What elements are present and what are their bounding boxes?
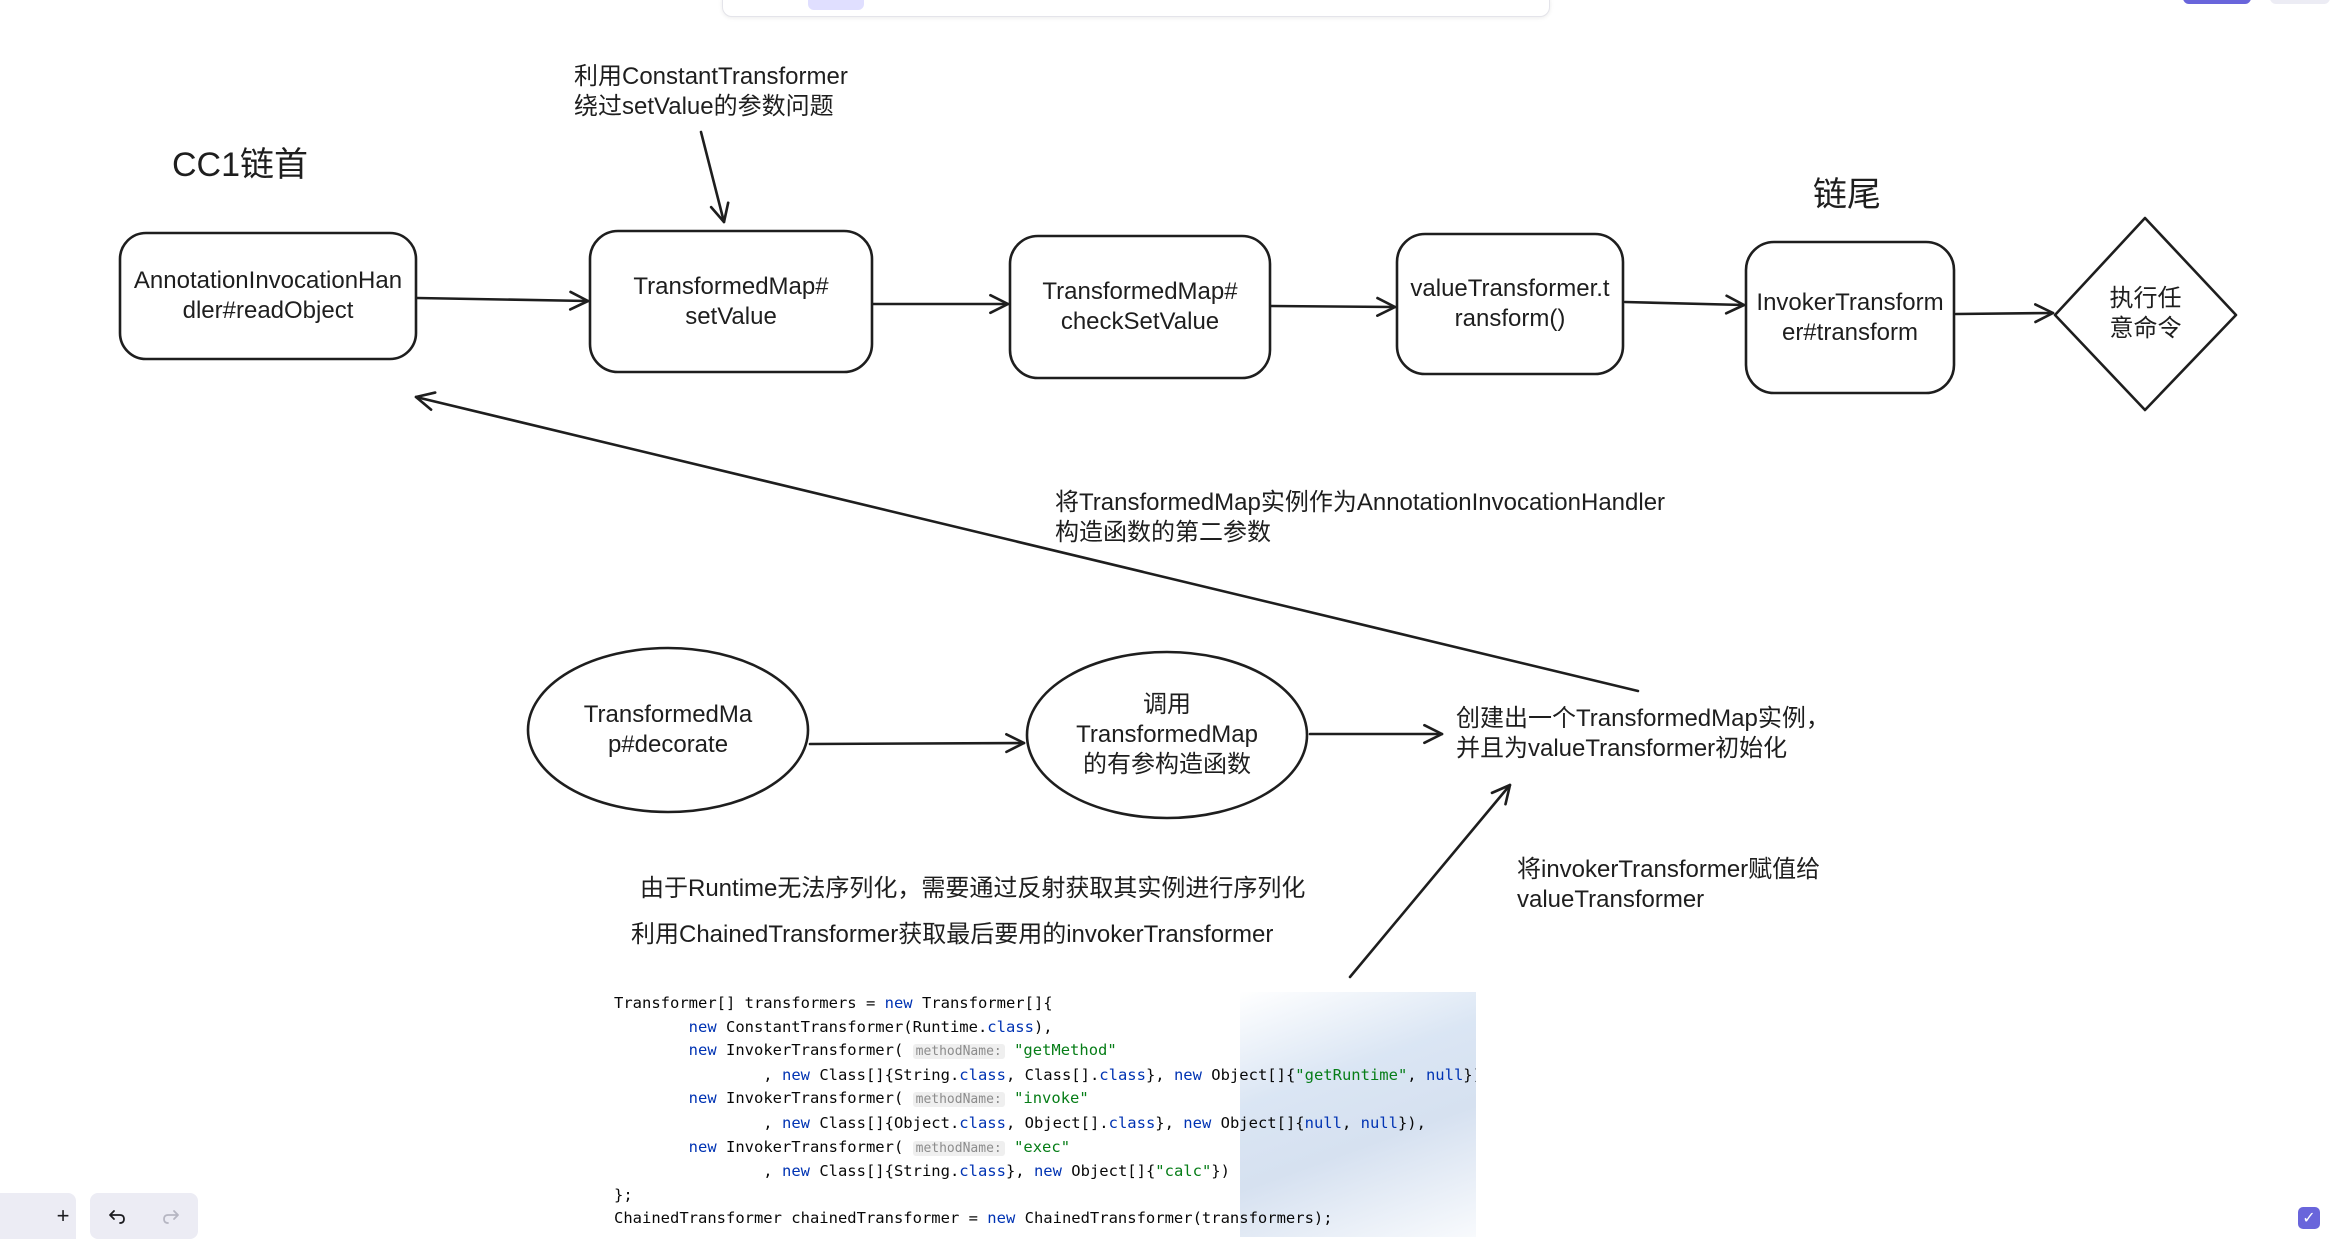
top-toolbar (722, 0, 1550, 17)
instance-second-param-note: 将TransformedMap实例作为AnnotationInvocationH… (1055, 489, 1666, 546)
arrow-decorate-to-constructor[interactable] (808, 732, 1026, 754)
node-execute-shape[interactable] (2053, 216, 2238, 412)
saved-status-icon: ✓ (2298, 1207, 2320, 1229)
code-line: ChainedTransformer chainedTransformer = … (614, 1209, 1333, 1228)
node-execute-label: 执行任 意命令 (2109, 285, 2182, 342)
node-constructor-shape[interactable] (1025, 650, 1309, 820)
arrow-checksetvalue-to-valuetransform[interactable] (1269, 296, 1397, 317)
undo-icon (109, 1210, 125, 1224)
code-line: , new Class[]{Object.class, Object[].cla… (614, 1113, 1426, 1132)
node-invokertransform-shape[interactable] (1744, 240, 1956, 395)
node-valuetransform-label: valueTransformer.t ransform() (1410, 275, 1610, 332)
create-instance-note: 创建出一个TransformedMap实例， 并且为valueTransform… (1456, 705, 1830, 762)
arrow-constant-note-to-setvalue[interactable] (699, 130, 730, 224)
arrow-readobject-to-setvalue[interactable] (415, 290, 590, 311)
node-checksetvalue-shape[interactable] (1008, 234, 1272, 380)
code-background-illustration (1240, 992, 1476, 1237)
arrow-code-to-create[interactable] (1348, 783, 1512, 979)
redo-icon (163, 1210, 179, 1224)
parameter-hint: methodName: (912, 1092, 1005, 1108)
node-constructor-label: 调用 TransformedMap 的有参构造函数 (1076, 691, 1258, 778)
code-line: Transformer[] transformers = new Transfo… (614, 994, 1053, 1012)
node-valuetransform-shape[interactable] (1395, 232, 1625, 376)
zoom-in-button[interactable]: + (0, 1193, 76, 1239)
code-line: new InvokerTransformer( methodName: "get… (688, 1041, 1117, 1060)
code-line: new InvokerTransformer( methodName: "inv… (688, 1089, 1089, 1108)
history-controls (90, 1193, 198, 1239)
runtime-serialization-note: 由于Runtime无法序列化，需要通过反射获取其实例进行序列化 (640, 875, 1306, 902)
code-line: new InvokerTransformer( methodName: "exe… (688, 1137, 1071, 1156)
node-readobject-label: AnnotationInvocationHan dler#readObject (133, 267, 403, 324)
arrow-create-to-readobject[interactable] (414, 391, 1640, 693)
node-decorate-shape[interactable] (526, 646, 810, 814)
redo-button[interactable] (144, 1193, 198, 1239)
code-line: new ConstantTransformer(Runtime.class), (688, 1017, 1053, 1036)
code-snippet-image[interactable]: Transformer[] transformers = new Transfo… (578, 992, 1476, 1242)
node-readobject-shape[interactable] (118, 231, 418, 361)
node-decorate-label: TransformedMa p#decorate (583, 701, 753, 758)
arrow-valuetransform-to-invokertransform[interactable] (1623, 294, 1746, 315)
arrow-invokertransform-to-execute[interactable] (1954, 303, 2055, 324)
assign-value-transformer-note: 将invokerTransformer赋值给 valueTransformer (1517, 856, 1821, 913)
node-setvalue-label: TransformedMap# setValue (633, 272, 829, 330)
active-tool-button[interactable] (808, 0, 864, 10)
parameter-hint: methodName: (912, 1140, 1005, 1156)
code-line: , new Class[]{String.class}, new Object[… (614, 1162, 1230, 1181)
code-line: , new Class[]{String.class, Class[].clas… (614, 1065, 1476, 1084)
constant-transformer-note: 利用ConstantTransformer 绕过setValue的参数问题 (574, 63, 848, 120)
code-block: Transformer[] transformers = new Transfo… (578, 992, 1476, 1231)
chain-head-title: CC1链首 (172, 146, 309, 184)
parameter-hint: methodName: (912, 1044, 1005, 1060)
share-button[interactable] (2183, 0, 2251, 4)
node-invokertransform-label: InvokerTransform er#transform (1756, 288, 1944, 346)
undo-button[interactable] (90, 1193, 144, 1239)
chained-transformer-note: 利用ChainedTransformer获取最后要用的invokerTransf… (631, 921, 1274, 948)
library-button[interactable] (2270, 0, 2330, 4)
node-setvalue-shape[interactable] (588, 229, 874, 374)
zoom-controls: + (0, 1193, 76, 1239)
chain-tail-title: 链尾 (1813, 176, 1881, 214)
code-line: }; (614, 1185, 633, 1204)
zoom-in-label: + (56, 1203, 70, 1228)
node-checksetvalue-label: TransformedMap# checkSetValue (1042, 278, 1238, 335)
